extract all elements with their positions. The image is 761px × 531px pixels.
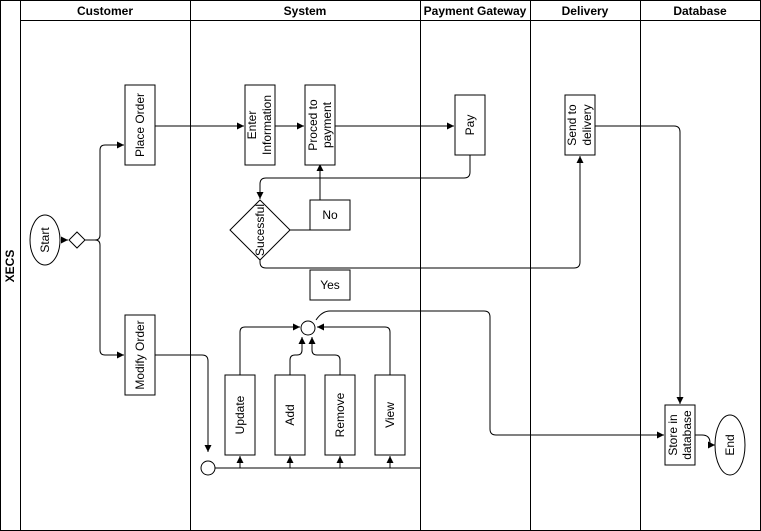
pool-title: XECS [3, 250, 17, 283]
lane-title-payment-gateway: Payment Gateway [424, 4, 527, 18]
pay-task [454, 94, 486, 156]
edge-split-to-modify-order [85, 239, 124, 359]
place-order-task [124, 84, 156, 166]
end-label: End [723, 434, 737, 455]
edge-split-to-place-order [85, 141, 124, 241]
junction-node [200, 460, 216, 476]
end-node [714, 414, 746, 476]
edge-update-to-merge [239, 323, 300, 375]
start-node [29, 214, 61, 266]
enter-information-task [244, 84, 276, 166]
proceed-to-payment-label-line2: payment [320, 101, 334, 148]
no-branch-label-box [309, 199, 351, 231]
add-task [274, 374, 306, 456]
lane-title-system: System [284, 4, 327, 18]
view-label: View [383, 402, 397, 428]
lane-title-customer: Customer [77, 4, 133, 18]
merge-node [300, 320, 316, 336]
place-order-label: Place Order [133, 93, 147, 157]
yes-branch-label: Yes [320, 278, 340, 292]
lane-title-database: Database [673, 4, 727, 18]
modify-order-task [124, 314, 156, 396]
edge-store-to-end [695, 434, 715, 449]
store-in-database-label-line2: database [680, 410, 694, 460]
enter-information-label-line1: Enter [245, 111, 259, 140]
yes-branch-label-box [309, 269, 351, 301]
send-to-delivery-label-line1: Send to [565, 104, 579, 146]
edge-add-to-merge [289, 337, 306, 375]
view-task [374, 374, 406, 456]
update-label: Update [233, 395, 247, 434]
send-to-delivery-task [564, 94, 596, 156]
store-in-database-task [664, 404, 696, 466]
remove-task [324, 374, 356, 456]
edge-view-to-merge [317, 323, 391, 375]
no-branch-label: No [322, 208, 338, 222]
edge-successful-yes-to-send-delivery [259, 156, 584, 269]
remove-label: Remove [333, 392, 347, 437]
proceed-to-payment-label-line1: Proced to [306, 99, 320, 151]
proceed-to-payment-task [304, 84, 336, 166]
split-gateway [68, 231, 86, 249]
edge-pay-to-successful [256, 155, 471, 199]
enter-information-label-line2: Information [260, 95, 274, 155]
modify-order-label: Modify Order [133, 320, 147, 389]
send-to-delivery-label-line2: delivery [580, 104, 594, 145]
edge-remove-to-merge [308, 337, 341, 375]
successful-label: Sucessful [253, 204, 267, 256]
pay-label: Pay [463, 115, 477, 136]
store-in-database-label-line1: Store in [666, 414, 680, 455]
successful-decision [229, 199, 291, 261]
edge-send-delivery-to-store [595, 125, 684, 404]
update-task [224, 374, 256, 456]
add-label: Add [283, 404, 297, 425]
edge-modify-order-to-junction [155, 354, 212, 452]
edge-merge-to-store [315, 310, 664, 439]
start-label: Start [38, 227, 52, 253]
lane-title-delivery: Delivery [562, 4, 609, 18]
